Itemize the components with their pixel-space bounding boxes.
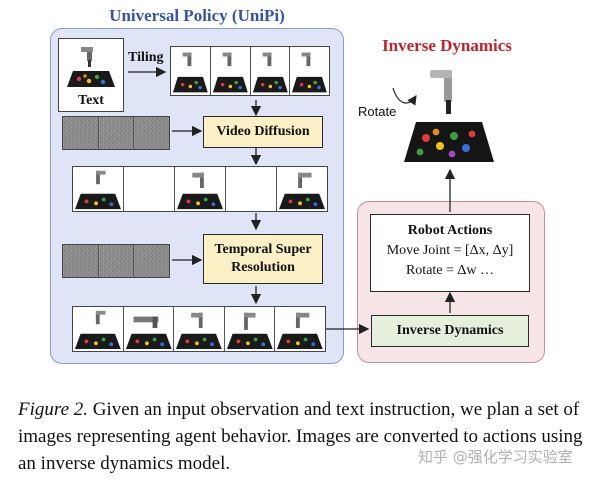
keyframe [73, 167, 124, 211]
full-video-strip [72, 306, 326, 352]
output-robot-image [400, 66, 500, 166]
robot-actions-line2: Rotate = Δw … [405, 263, 495, 278]
keyframe-blank [226, 167, 277, 211]
robot-scene-image [63, 43, 119, 89]
noise-frame [134, 245, 170, 277]
video-frame [73, 307, 124, 351]
keyframe-blank [124, 167, 175, 211]
video-frame [174, 307, 225, 351]
keyframe [175, 167, 226, 211]
video-frame [275, 307, 325, 351]
video-frame [124, 307, 175, 351]
input-observation-frame: Text [58, 38, 124, 112]
robot-scene-icon [212, 52, 248, 93]
robot-actions-title: Robot Actions [407, 223, 493, 238]
robot-actions-line1: Move Joint = [Δx, Δy] [386, 243, 514, 258]
video-diffusion-box: Video Diffusion [203, 116, 323, 148]
inverse-dynamics-box: Inverse Dynamics [371, 315, 529, 347]
figure-caption: Figure 2. Given an input observation and… [18, 396, 588, 477]
noise-strip [62, 116, 170, 150]
robot-scene-icon [75, 170, 121, 210]
noise-frame [63, 117, 99, 149]
generated-keyframes-strip [72, 166, 328, 212]
tiled-frame [251, 47, 291, 95]
noise-frame [98, 117, 135, 149]
watermark: 知乎 @强化学习实验室 [418, 448, 573, 466]
noise-strip [62, 244, 170, 278]
caption-text: Given an input observation and text inst… [18, 399, 583, 474]
figure-label: Figure 2. [18, 399, 89, 420]
robot-actions-box: Robot Actions Move Joint = [Δx, Δy] Rota… [370, 214, 530, 292]
keyframe [277, 167, 327, 211]
robot-scene-icon [226, 312, 273, 350]
noise-frame [63, 245, 99, 277]
inverse-dynamics-title: Inverse Dynamics [382, 36, 512, 55]
robot-scene-icon [74, 310, 121, 350]
rotate-label: Rotate [358, 104, 397, 119]
robot-scene-icon [292, 52, 328, 93]
tiled-frame [171, 47, 211, 95]
robot-scene-icon [177, 172, 223, 210]
tiled-frames-strip [170, 46, 330, 96]
robot-scene-icon [277, 312, 324, 350]
robot-scene-icon [176, 312, 222, 350]
robot-scene-icon [63, 43, 119, 89]
tiled-frame [211, 47, 251, 95]
video-frame [225, 307, 276, 351]
temporal-super-resolution-box: Temporal Super Resolution [203, 234, 323, 284]
connector-arrows [128, 66, 456, 335]
robot-scene-icon [252, 52, 288, 93]
tiling-label: Tiling [128, 50, 164, 65]
universal-policy-title: Universal Policy (UniPi) [109, 6, 285, 25]
noise-frame [134, 117, 170, 149]
robot-scene-icon [172, 52, 208, 93]
robot-scene-icon [125, 316, 172, 350]
robot-arm-icon [404, 70, 494, 162]
text-label: Text [78, 93, 104, 108]
robot-scene-icon [279, 172, 325, 210]
noise-frame [98, 245, 135, 277]
tiled-frame [290, 47, 329, 95]
